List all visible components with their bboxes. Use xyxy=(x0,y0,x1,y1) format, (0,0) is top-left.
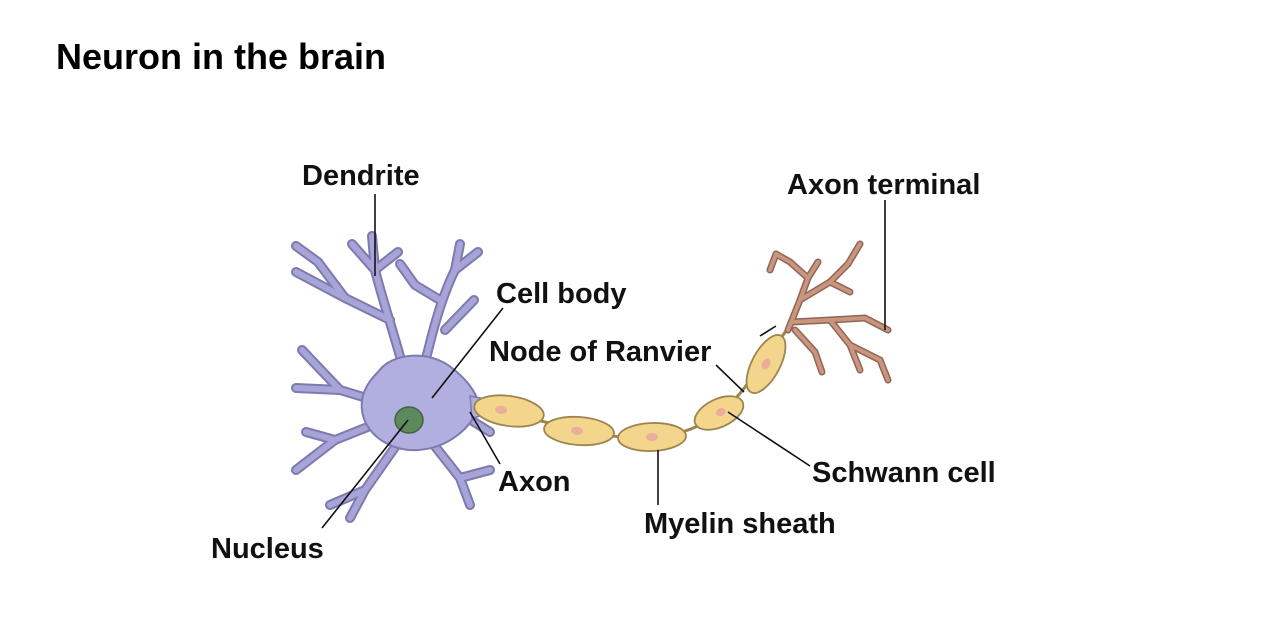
label-axon-terminal: Axon terminal xyxy=(787,169,980,201)
axon-leader xyxy=(469,411,501,465)
label-myelin-sheath: Myelin sheath xyxy=(644,508,836,540)
label-cell-body: Cell body xyxy=(496,278,627,310)
cell-body-shape xyxy=(360,354,480,452)
label-schwann-cell: Schwann cell xyxy=(812,457,996,489)
label-axon: Axon xyxy=(498,466,571,498)
label-nucleus: Nucleus xyxy=(211,533,324,565)
axon-terminal-branches xyxy=(766,240,892,384)
label-node-of-ranvier: Node of Ranvier xyxy=(489,336,711,368)
slide-title: Neuron in the brain xyxy=(56,36,387,77)
myelin-segment xyxy=(693,395,745,431)
schwann-cell-leader xyxy=(727,411,811,467)
myelin-segment xyxy=(543,415,615,447)
cell-body-leader xyxy=(431,307,504,399)
dendrites xyxy=(291,231,495,523)
node-of-ranvier-leader-1 xyxy=(715,364,745,393)
node-of-ranvier-leader-2 xyxy=(759,325,777,337)
label-dendrite: Dendrite xyxy=(302,160,420,192)
myelin-segment xyxy=(617,422,687,452)
labels: Dendrite Axon terminal Cell body Node of… xyxy=(211,160,996,565)
nucleus-shape xyxy=(394,406,424,434)
nucleus-leader xyxy=(321,419,409,529)
leader-lines xyxy=(321,194,886,529)
myelin-segments xyxy=(473,334,787,452)
myelin-segment xyxy=(473,394,545,428)
myelin-segment xyxy=(745,334,787,394)
